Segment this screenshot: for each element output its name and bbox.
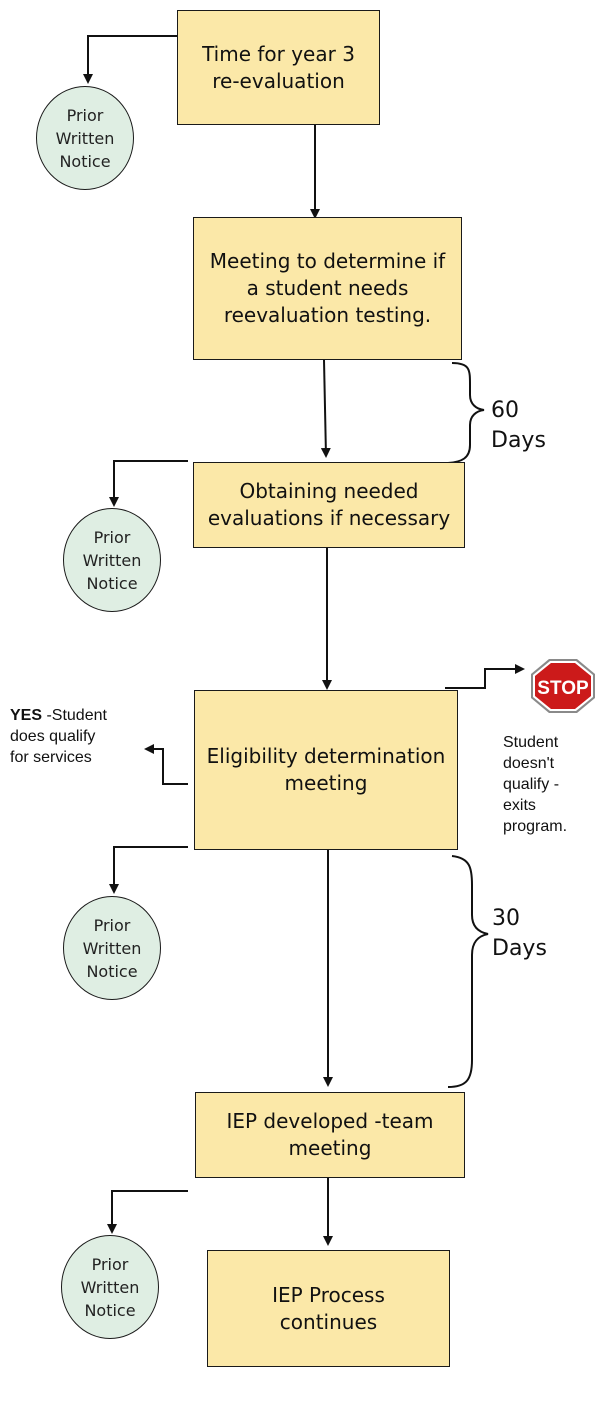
step1-label: Time for year 3 re-evaluation	[202, 41, 355, 93]
yes-qualifies-note: YES -Student does qualify for services	[10, 705, 107, 768]
stop-sign-text: STOP	[537, 678, 589, 699]
brace-30-days	[447, 855, 489, 1088]
step-iep-process-continues: IEP Process continues	[207, 1250, 450, 1367]
step5-label: IEP developed -team meeting	[226, 1109, 434, 1160]
brace-60-days	[447, 362, 485, 464]
arrow-step2-to-step3	[320, 359, 331, 458]
prior-written-notice-3: Prior Written Notice	[63, 896, 161, 1000]
notice-label: Prior Written Notice	[55, 105, 115, 171]
stop-sign-icon: STOP	[531, 659, 595, 713]
step6-label: IEP Process continues	[272, 1282, 385, 1334]
step-meeting-determine-testing: Meeting to determine if a student needs …	[193, 217, 462, 360]
notice-label: Prior Written Notice	[82, 915, 142, 981]
step4-label: Eligibility determination meeting	[206, 744, 446, 795]
yes-rest-label: -Student does qualify for services	[10, 707, 107, 766]
notice-label: Prior Written Notice	[80, 1254, 140, 1320]
arrow-to-notice-4	[107, 1190, 188, 1234]
prior-written-notice-4: Prior Written Notice	[61, 1235, 159, 1339]
notice-label: Prior Written Notice	[82, 527, 142, 593]
step-time-for-reevaluation: Time for year 3 re-evaluation	[177, 10, 380, 125]
step-eligibility-meeting: Eligibility determination meeting	[194, 690, 458, 850]
step2-label: Meeting to determine if a student needs …	[209, 249, 446, 327]
step3-label: Obtaining needed evaluations if necessar…	[207, 479, 451, 530]
yes-label: YES	[10, 707, 43, 724]
not-qualify-note: Student doesn't qualify - exits program.	[503, 734, 568, 835]
arrow-to-notice-1	[83, 35, 177, 84]
timeframe-60-days: 60 Days	[491, 398, 546, 453]
timeframe-30-days: 30 Days	[492, 906, 547, 961]
arrow-stop-branch	[445, 664, 525, 689]
arrow-to-notice-2	[109, 460, 188, 507]
step-iep-developed: IEP developed -team meeting	[195, 1092, 465, 1178]
step-obtaining-evaluations: Obtaining needed evaluations if necessar…	[193, 462, 465, 548]
prior-written-notice-2: Prior Written Notice	[63, 508, 161, 612]
arrow-yes-branch	[144, 744, 188, 785]
arrow-to-notice-3	[109, 846, 188, 894]
prior-written-notice-1: Prior Written Notice	[36, 86, 134, 190]
